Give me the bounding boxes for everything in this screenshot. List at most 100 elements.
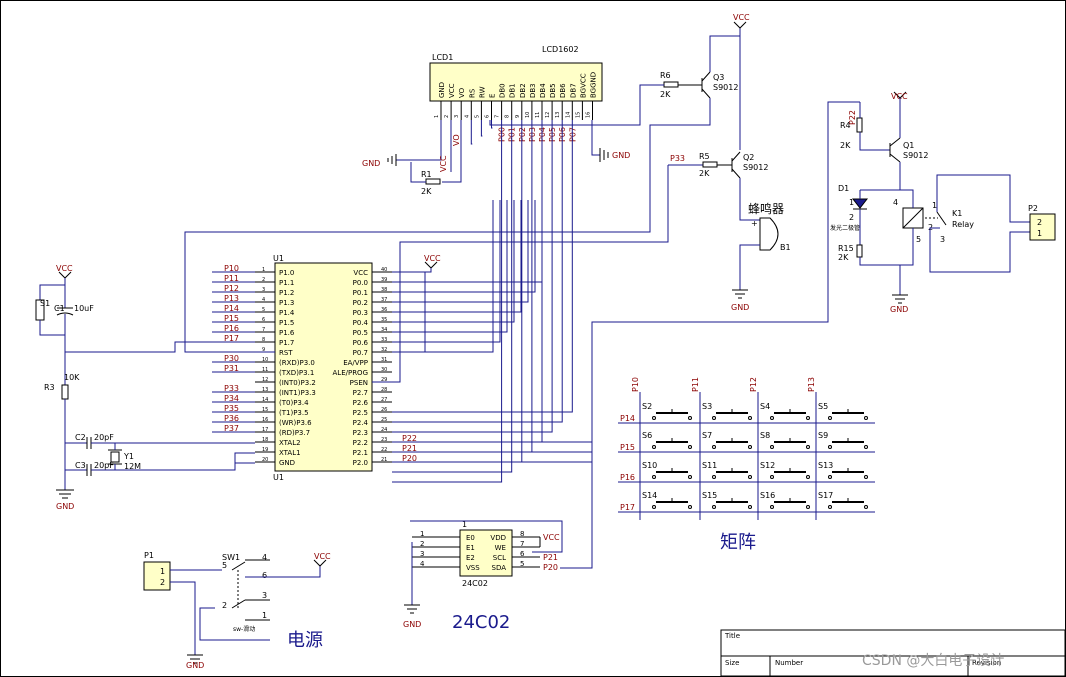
p0-fan-wire xyxy=(392,200,536,293)
title-block-frame xyxy=(720,629,1066,677)
mcu-vcc-wire xyxy=(392,268,432,273)
c2-value: 20pF xyxy=(94,433,114,442)
mcu-pin-name: P0.5 xyxy=(353,329,368,337)
r4-base-wire xyxy=(859,132,890,151)
lcd-pin-number: 5 xyxy=(474,115,480,118)
r1-value: 2K xyxy=(421,187,432,196)
keypad-row-label: P17 xyxy=(620,503,635,512)
mcu-ref-bottom: U1 xyxy=(273,473,284,482)
keypad-switch-ref: S2 xyxy=(642,402,652,411)
p2-ref: P2 xyxy=(1028,204,1038,213)
mcu-pin-name: (T0)P3.4 xyxy=(279,399,309,407)
mcu-net-label: P34 xyxy=(224,394,239,403)
c3-value: 20pF xyxy=(94,461,114,470)
keypad-switch-contact xyxy=(806,505,810,509)
mcu-net-label: P20 xyxy=(402,454,417,463)
mcu-net-label: P31 xyxy=(224,364,239,373)
keypad-switch-ref: S4 xyxy=(760,402,770,411)
mcu-pin-number: 28 xyxy=(381,387,387,393)
mcu-net-label: P22 xyxy=(402,434,417,443)
mcu-pin-number: 29 xyxy=(381,377,387,383)
power-title: 电源 xyxy=(287,630,323,651)
mcu-pin-name: P2.1 xyxy=(353,449,368,457)
mcu-pin-number: 12 xyxy=(262,377,268,383)
keypad-switch-ref: S15 xyxy=(702,491,717,500)
keypad-col-label: P12 xyxy=(749,377,758,392)
mcu-pin-number: 15 xyxy=(262,407,268,413)
mcu-pin-name: P1.2 xyxy=(279,289,294,297)
lcd-pin-name: DB2 xyxy=(519,83,527,98)
relay-contact xyxy=(936,211,947,226)
q1-out-wire xyxy=(860,162,901,191)
eeprom-pin-name: WE xyxy=(495,544,506,552)
eeprom-wp-wire xyxy=(410,520,563,553)
eeprom-net-label: VCC xyxy=(543,533,560,542)
r5-resistor xyxy=(702,161,718,168)
lcd-gnd-wire xyxy=(396,120,442,161)
lcd-pin-name: DB3 xyxy=(529,83,537,98)
d1-ref: D1 xyxy=(838,184,849,193)
sw1-pin6-wire xyxy=(245,565,321,578)
q1-model: S9012 xyxy=(903,151,928,160)
buzzer-driver: VCC R6 2K Q3 S9012 P33 R5 2K Q2 S9012 蜂鸣… xyxy=(184,13,791,383)
relay-coil-top-wire xyxy=(900,189,914,208)
mcu-pin-number: 18 xyxy=(262,437,268,443)
mcu-net-label: P14 xyxy=(224,304,239,313)
mcu-pin-name: P1.1 xyxy=(279,279,294,287)
vcc-top-wire xyxy=(709,28,741,72)
lcd-pin-number: 7 xyxy=(495,115,501,118)
lcd-pin-name: BGVCC xyxy=(579,73,587,98)
mcu-pin-name: VCC xyxy=(353,269,368,277)
y1-ref: Y1 xyxy=(123,452,134,461)
lcd-pin-number: 2 xyxy=(444,115,450,118)
p1-pin-1: 1 xyxy=(160,567,165,576)
lcd-pin-name: DB7 xyxy=(569,83,577,98)
lcd-pin-name: DB0 xyxy=(499,83,507,98)
mcu-net-label: P33 xyxy=(224,384,239,393)
mcu-net-label: P37 xyxy=(224,424,239,433)
keypad-switch-contact xyxy=(828,475,832,479)
c1-value: 10uF xyxy=(74,304,94,313)
lcd-body xyxy=(429,62,603,102)
r4-resistor xyxy=(856,117,863,133)
keypad-switch-ref: S10 xyxy=(642,461,657,470)
keypad-switch-contact xyxy=(864,416,868,420)
lcd-bus-wire xyxy=(392,120,563,423)
keypad-switch-contact xyxy=(828,505,832,509)
mcu-pin-number: 37 xyxy=(381,297,387,303)
lcd-pin-number: 10 xyxy=(525,112,531,118)
q2-collector xyxy=(731,151,741,162)
mcu-pin-name: P2.7 xyxy=(353,389,368,397)
keypad-switch-contact xyxy=(712,505,716,509)
r1-wire xyxy=(410,162,426,183)
mcu-right-pins: 40VCC39P0.038P0.137P0.236P0.335P0.434P0.… xyxy=(333,267,592,467)
lcd-pin-name: BGGND xyxy=(590,72,598,98)
mcu-net-label: P17 xyxy=(224,334,239,343)
lcd-pin-name: VCC xyxy=(448,83,456,98)
eeprom-pin-name: E2 xyxy=(466,554,475,562)
keypad-switch-ref: S5 xyxy=(818,402,828,411)
r3-resistor xyxy=(61,384,69,400)
lcd-bus-wire xyxy=(392,120,533,453)
sw1-pin-3: 3 xyxy=(262,591,267,600)
keypad-switch-contact xyxy=(748,445,752,449)
eeprom-pin-number: 4 xyxy=(420,560,425,568)
keypad-switch-ref: S14 xyxy=(642,491,657,500)
mcu-pin-number: 5 xyxy=(262,307,265,313)
mcu-pin-name: P0.0 xyxy=(353,279,368,287)
mcu-net-label: P15 xyxy=(224,314,239,323)
mcu-net-label: P13 xyxy=(224,294,239,303)
r15-ref: R15 xyxy=(838,244,854,253)
lcd-pin-name: VO xyxy=(458,87,466,98)
lcd-bus-wire xyxy=(392,120,543,443)
keypad-switch-contact xyxy=(828,445,832,449)
lcd-pin-name: DB6 xyxy=(559,83,567,98)
mcu-body xyxy=(274,262,373,472)
mcu-pin-name: EA/VPP xyxy=(343,359,368,367)
mcu-pin-name: P2.0 xyxy=(353,459,368,467)
buzzer-ref: B1 xyxy=(780,243,791,252)
lcd-pins: GND1VCC2VO3RS4RW5E6DB07DB18DB29DB310DB41… xyxy=(434,72,598,120)
r6-resistor xyxy=(663,81,679,88)
sw1-label: sw-滑动 xyxy=(233,625,255,633)
